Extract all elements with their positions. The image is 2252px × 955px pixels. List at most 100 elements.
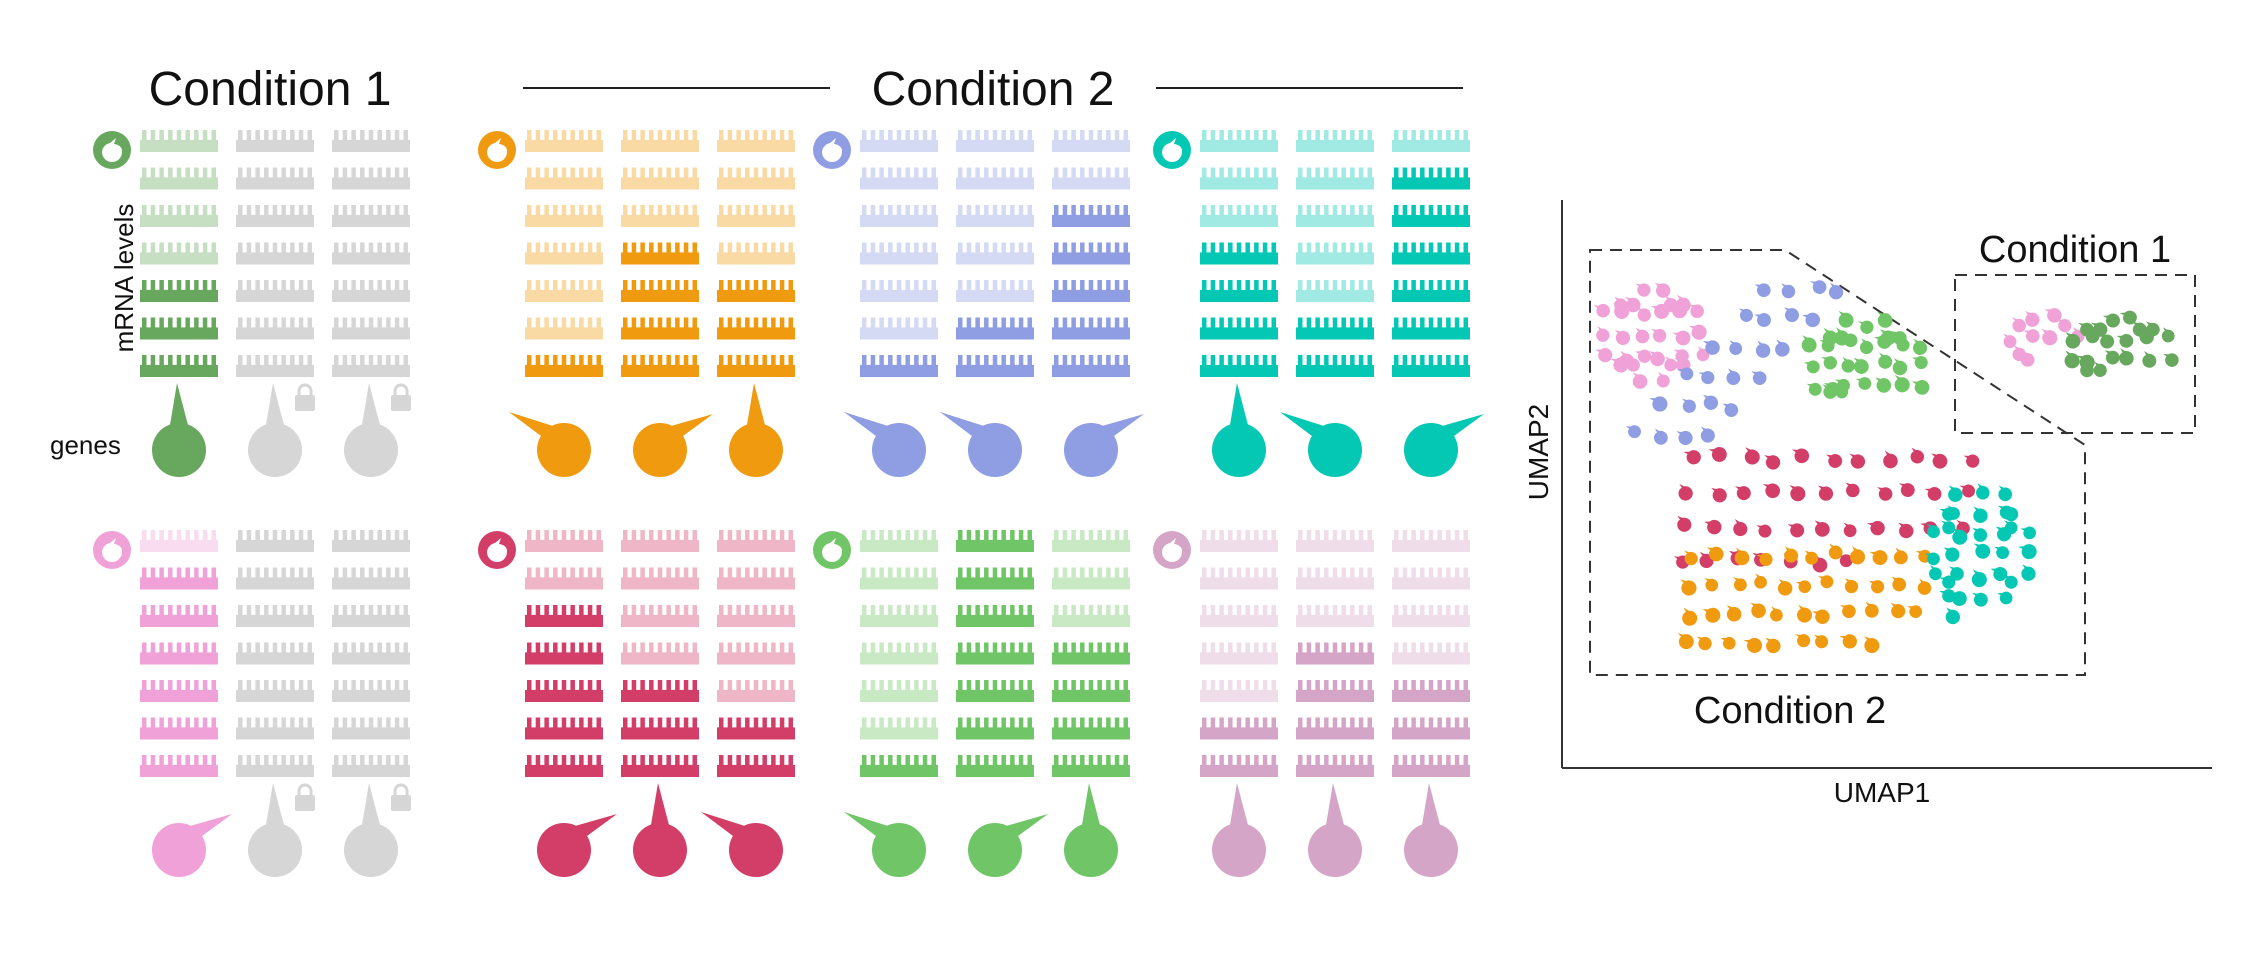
mrna-strip: [1200, 605, 1278, 627]
gene-blob: [1064, 414, 1144, 477]
mrna-strip: [1200, 530, 1278, 552]
cell-panel-c1-bottom: [93, 530, 411, 877]
umap-cell-point: [1875, 352, 1894, 371]
umap-cell-point: [1698, 426, 1717, 444]
umap-cell-point: [2163, 351, 2180, 368]
umap-cell-point: [1857, 318, 1875, 336]
umap-cell-point: [1818, 573, 1835, 590]
umap-cell-point: [1732, 577, 1748, 592]
mrna-strip: [1296, 755, 1374, 777]
mrna-strip: [717, 680, 795, 702]
mrna-strip: [525, 755, 603, 777]
cell-panel-c2-red: [478, 530, 795, 877]
cell-panel-c2-teal: [1153, 130, 1484, 477]
mrna-strip: [860, 205, 938, 227]
umap-cell-point: [1764, 637, 1781, 654]
mrna-strip: [1200, 755, 1278, 777]
mrna-strip: [1200, 280, 1278, 302]
umap-cell-point: [1734, 484, 1752, 501]
mrna-strip: [1052, 130, 1130, 152]
genes-label: genes: [50, 430, 121, 460]
mrna-strip: [236, 680, 314, 702]
condition1-boundary: [1954, 274, 2196, 434]
umap-cell-point: [1696, 635, 1713, 651]
mrna-strip: [1052, 167, 1130, 190]
mrna-strip: [140, 355, 218, 377]
mrna-strip: [860, 642, 938, 665]
umap-cell-point: [1972, 591, 1989, 608]
gene-blob: [844, 412, 926, 477]
mrna-strip: [621, 755, 699, 777]
gene-blob: [509, 412, 591, 477]
mrna-strip: [956, 280, 1034, 302]
mrna-strip: [1392, 167, 1470, 190]
mrna-strip: [525, 642, 603, 665]
gene-blob: [537, 814, 617, 877]
cell-panel-c2-mauve: [1153, 530, 1470, 877]
mrna-strip: [621, 130, 699, 152]
umap-cell-point: [1879, 450, 1900, 471]
mrna-strip: [621, 242, 699, 265]
mrna-strip: [525, 717, 603, 740]
mrna-strip: [1296, 567, 1374, 590]
mrna-strip: [956, 605, 1034, 627]
umap-cell-point: [1648, 350, 1665, 367]
mrna-strip: [621, 642, 699, 665]
umap-cell-point: [1630, 372, 1649, 390]
umap-cell-point: [2098, 333, 2115, 349]
umap-cell-point: [1868, 578, 1886, 595]
umap-cell-point: [1649, 394, 1670, 414]
umap-cell-point: [1772, 339, 1792, 359]
umap-cell-point: [2056, 317, 2072, 333]
mrna-strip: [140, 642, 218, 665]
mrna-strip: [236, 317, 314, 340]
mrna-strip: [332, 280, 410, 302]
mrna-strip: [525, 605, 603, 627]
umap-cell-point: [1826, 452, 1844, 469]
mrna-strip: [1052, 755, 1130, 777]
umap-cell-point: [1793, 604, 1815, 625]
umap-cell-point: [1942, 607, 1962, 626]
mrna-strip: [1200, 130, 1278, 152]
umap-cell-point: [1812, 607, 1832, 627]
mrna-strip: [140, 755, 218, 777]
mrna-strip: [717, 280, 795, 302]
mrna-strip: [236, 205, 314, 227]
umap-cell-point: [1795, 632, 1811, 648]
mrna-strip: [140, 242, 218, 265]
umap-cell-point: [1654, 282, 1671, 298]
gene-blob: [152, 814, 232, 877]
mrna-strip: [860, 755, 938, 777]
umap-cell-point: [1595, 345, 1614, 365]
mrna-strip: [621, 680, 699, 702]
mrna-strip: [860, 530, 938, 552]
mrna-strip: [1296, 717, 1374, 740]
gene-blob: [844, 812, 926, 877]
umap-cell-point: [1754, 311, 1773, 329]
mrna-strip: [956, 567, 1034, 590]
umap-cell-point: [1791, 446, 1811, 465]
gene-blob: [1212, 383, 1266, 477]
mrna-strip: [1392, 680, 1470, 702]
umap-cell-point: [1838, 356, 1857, 375]
umap-condition2-label: Condition 2: [1694, 690, 1886, 732]
cell-icon: [93, 131, 131, 169]
mrna-strip: [332, 242, 410, 265]
umap-cell-point: [1963, 452, 1981, 470]
cell-icon: [1153, 531, 1191, 569]
mrna-strip: [1052, 717, 1130, 740]
mrna-strip: [1296, 530, 1374, 552]
mrna-strip: [717, 567, 795, 590]
umap-cell-point: [1730, 519, 1750, 539]
mrna-strip: [956, 680, 1034, 702]
mrna-strip: [140, 317, 218, 340]
umap-cell-point: [2159, 327, 2177, 344]
mrna-strip: [1200, 355, 1278, 377]
umap-cell-point: [1767, 606, 1785, 624]
mrna-strip: [1200, 567, 1278, 590]
mrna-strip: [140, 167, 218, 190]
umap-cell-point: [1907, 603, 1924, 620]
umap-cluster-teal-c2: [1924, 483, 2039, 626]
mrna-strip: [1392, 355, 1470, 377]
